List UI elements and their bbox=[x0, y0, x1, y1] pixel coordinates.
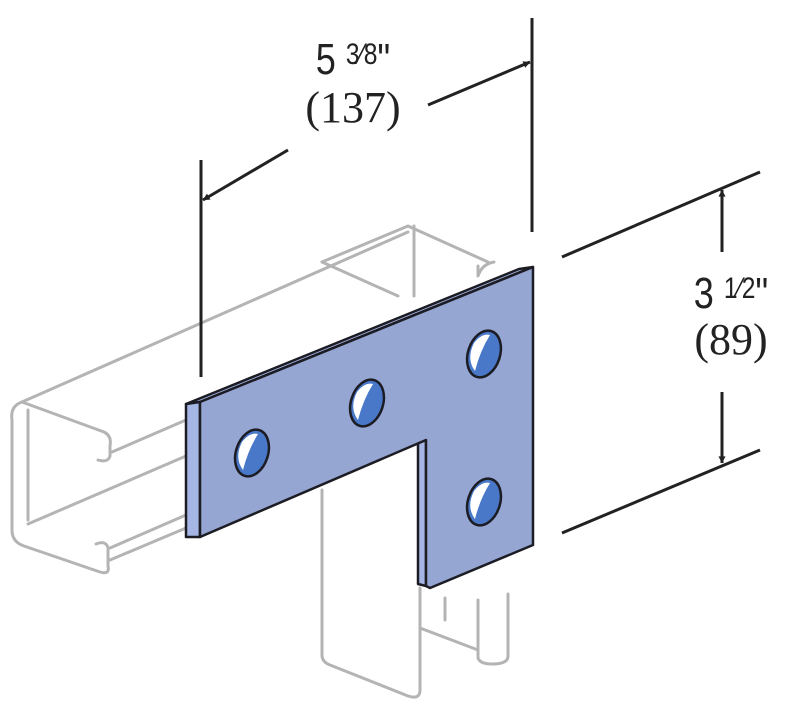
height-extension-bottom bbox=[561, 448, 761, 535]
height-dimension-label: 3 1⁄2" (89) bbox=[662, 272, 800, 362]
height-extension-top bbox=[561, 170, 761, 259]
height-fraction: 1⁄2 bbox=[723, 272, 756, 305]
width-arrow-right bbox=[427, 60, 531, 107]
height-unit: " bbox=[755, 269, 769, 318]
width-imperial-label: 5 3⁄8" bbox=[283, 38, 422, 82]
height-metric-label: (89) bbox=[694, 315, 768, 364]
width-fraction: 3⁄8 bbox=[345, 38, 378, 71]
width-unit: " bbox=[377, 35, 391, 84]
plate-left-edge bbox=[184, 400, 202, 539]
hole-1 bbox=[233, 428, 271, 478]
height-imperial-label: 3 1⁄2" bbox=[674, 272, 787, 316]
l-plate bbox=[184, 265, 535, 590]
width-dimension-label: 5 3⁄8" (137) bbox=[268, 38, 438, 130]
width-dimension bbox=[199, 18, 534, 377]
hole-2 bbox=[348, 378, 386, 428]
width-metric-label: (137) bbox=[305, 83, 401, 132]
hole-4 bbox=[465, 477, 503, 527]
height-dimension bbox=[561, 170, 761, 535]
plate-front-face bbox=[198, 265, 535, 590]
height-whole: 3 bbox=[693, 269, 714, 318]
width-whole: 5 bbox=[315, 35, 336, 84]
vertical-strut-channel bbox=[320, 488, 510, 699]
horizontal-strut-channel bbox=[10, 224, 496, 575]
width-arrow-left bbox=[202, 148, 289, 202]
hole-3 bbox=[465, 329, 503, 379]
plate-holes bbox=[233, 329, 503, 527]
